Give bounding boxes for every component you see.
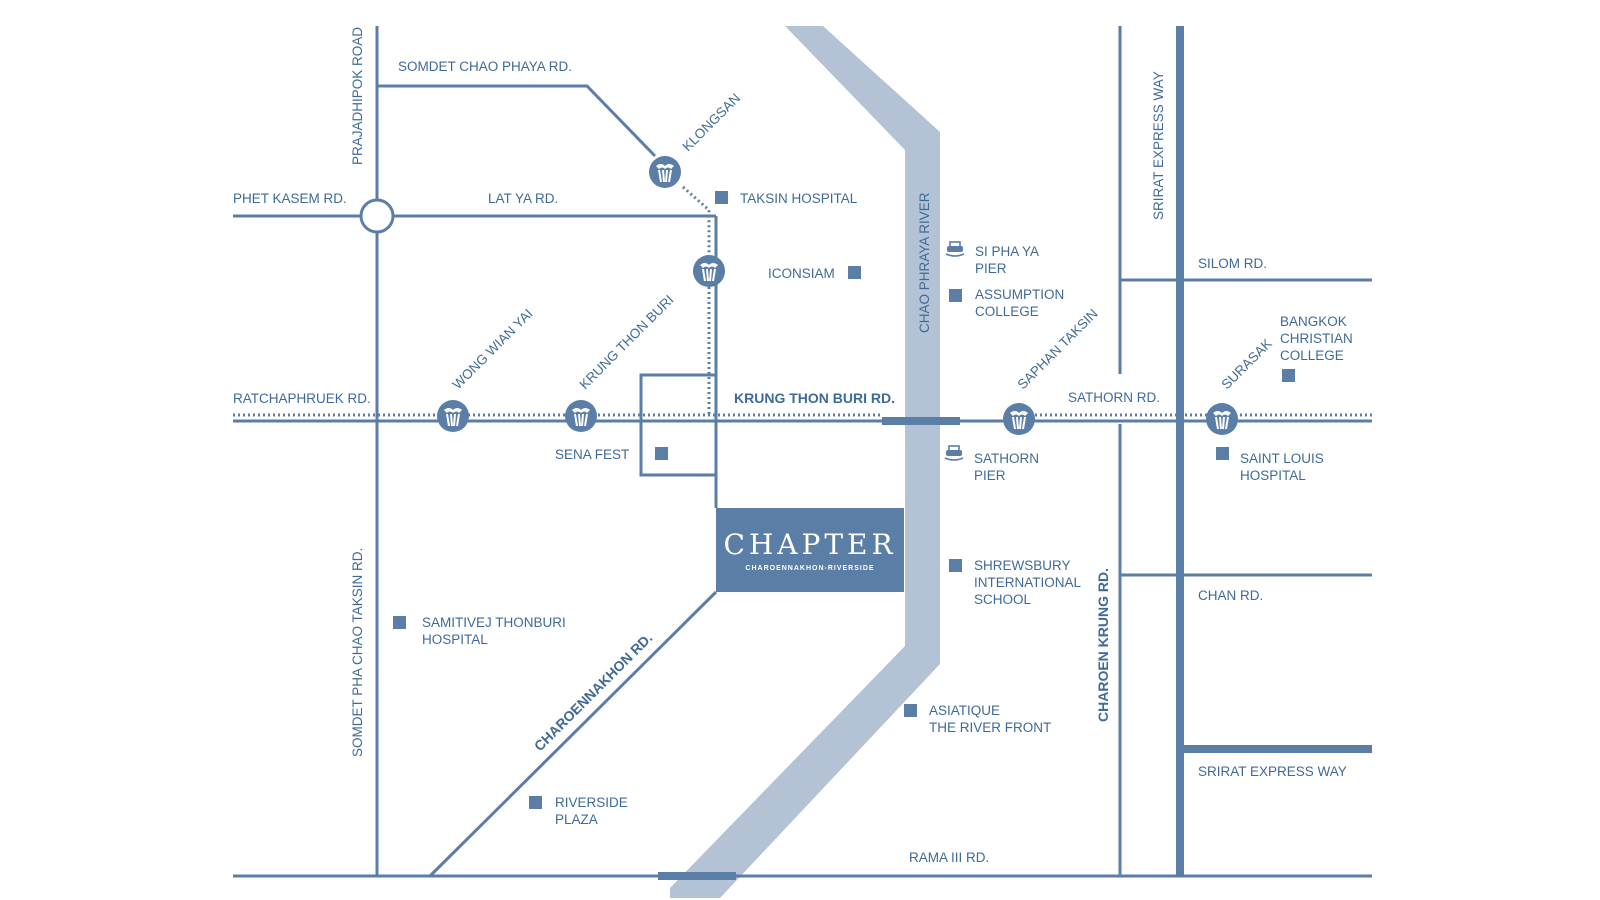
road-label-somdet-chao-phaya: SOMDET CHAO PHAYA RD.: [398, 59, 572, 74]
sena-fest-block: [639, 373, 718, 477]
landmark-bangkok-christian-college-line1: BANGKOK: [1280, 314, 1347, 329]
road-label-phet-kasem: PHET KASEM RD.: [233, 191, 347, 206]
landmark-samitivej-line2: HOSPITAL: [422, 632, 488, 647]
square-marker-icon-saint-louis-hospital[interactable]: [1216, 447, 1229, 460]
road-label-silom: SILOM RD.: [1198, 256, 1267, 271]
landmark-saint-louis-hospital-line2: HOSPITAL: [1240, 468, 1306, 483]
landmark-samitivej-line1: SAMITIVEJ THONBURI: [422, 615, 566, 630]
bts-station-icon-surasak[interactable]: [1205, 402, 1239, 436]
road-label-charoennakhon: CHAROENNAKHON RD.: [531, 630, 656, 755]
landmark-assumption-college-line1: ASSUMPTION: [975, 287, 1064, 302]
road-label-sathorn: SATHORN RD.: [1068, 390, 1160, 405]
square-marker-icon-iconsiam[interactable]: [848, 266, 861, 279]
chao-phraya-river: [670, 26, 940, 898]
road-label-srirat-express-way-vertical: SRIRAT EXPRESS WAY: [1151, 71, 1166, 220]
landmark-assumption-college-line2: COLLEGE: [975, 304, 1039, 319]
landmark-bangkok-christian-college-line3: COLLEGE: [1280, 348, 1344, 363]
bts-station-icon-krung-thon-buri[interactable]: [564, 399, 598, 433]
square-marker-icon-assumption-college[interactable]: [949, 289, 962, 302]
landmark-asiatique-line1: ASIATIQUE: [929, 703, 1000, 718]
landmark-riverside-plaza-line2: PLAZA: [555, 812, 598, 827]
road-label-rama-iii: RAMA III RD.: [909, 850, 989, 865]
station-label-krung-thon-buri: KRUNG THON BURI: [577, 292, 677, 392]
bts-station-icon-saphan-taksin[interactable]: [1002, 402, 1036, 436]
road-label-krung-thon-buri: KRUNG THON BURI RD.: [734, 390, 895, 406]
road-label-lat-ya: LAT YA RD.: [488, 191, 558, 206]
square-marker-icon-riverside-plaza[interactable]: [529, 796, 542, 809]
square-marker-icon-samitivej[interactable]: [393, 616, 406, 629]
landmark-si-pha-ya-pier-line1: SI PHA YA: [975, 244, 1039, 259]
road-label-charoen-krung: CHAROEN KRUNG RD.: [1095, 568, 1111, 722]
somdet-chao-phaya-road: [377, 84, 657, 158]
square-marker-icon-sena-fest[interactable]: [655, 447, 668, 460]
square-marker-icon-taksin-hospital[interactable]: [715, 191, 728, 204]
gold-line: [682, 185, 711, 271]
road-label-srirat-express-way: SRIRAT EXPRESS WAY: [1198, 764, 1347, 779]
landmark-asiatique-line2: THE RIVER FRONT: [929, 720, 1051, 735]
landmark-saint-louis-hospital-line1: SAINT LOUIS: [1240, 451, 1324, 466]
bts-station-icon-wong-wian-yai[interactable]: [436, 399, 470, 433]
station-label-surasak: SURASAK: [1219, 336, 1275, 392]
road-label-somdet-pha-chao-taksin: SOMDET PHA CHAO TAKSIN RD.: [350, 548, 365, 757]
road-label-chao-phraya-river: CHAO PHRAYA RIVER: [917, 192, 932, 333]
bts-station-icon-iconsiam[interactable]: [692, 254, 726, 288]
square-marker-icon-shrewsbury[interactable]: [949, 559, 962, 572]
roundabout-icon: [359, 198, 395, 234]
chapter-brand-box[interactable]: CHAPTER CHAROENNAKHON-RIVERSIDE: [716, 508, 904, 592]
landmark-shrewsbury-line2: INTERNATIONAL: [974, 575, 1082, 590]
landmark-taksin-hospital: TAKSIN HOSPITAL: [740, 191, 858, 206]
boat-icon-si-pha-ya-pier[interactable]: [945, 241, 965, 257]
landmark-shrewsbury-line1: SHREWSBURY: [974, 558, 1071, 573]
brand-tagline: CHAROENNAKHON-RIVERSIDE: [745, 565, 874, 572]
landmark-si-pha-ya-pier-line2: PIER: [975, 261, 1007, 276]
landmark-sathorn-pier-line2: PIER: [974, 468, 1006, 483]
station-label-wong-wian-yai: WONG WIAN YAI: [450, 306, 536, 392]
charoennakhon-road: [428, 590, 718, 878]
bts-station-icon-klongsan[interactable]: [648, 155, 682, 189]
boat-icon-sathorn-pier[interactable]: [944, 445, 964, 461]
landmark-bangkok-christian-college-line2: CHRISTIAN: [1280, 331, 1353, 346]
brand-name: CHAPTER: [723, 528, 896, 561]
square-marker-icon-asiatique[interactable]: [904, 704, 917, 717]
landmark-sathorn-pier-line1: SATHORN: [974, 451, 1039, 466]
landmark-sena-fest: SENA FEST: [555, 447, 629, 462]
square-marker-icon-bangkok-christian-college[interactable]: [1282, 369, 1295, 382]
road-label-chan: CHAN RD.: [1198, 588, 1263, 603]
landmark-shrewsbury-line3: SCHOOL: [974, 592, 1032, 607]
landmark-iconsiam: ICONSIAM: [768, 266, 835, 281]
road-label-prajadhipok: PRAJADHIPOK ROAD: [350, 27, 365, 165]
road-label-ratchaphruek: RATCHAPHRUEK RD.: [233, 391, 371, 406]
landmark-riverside-plaza-line1: RIVERSIDE: [555, 795, 628, 810]
station-label-klongsan: KLONGSAN: [680, 90, 744, 154]
